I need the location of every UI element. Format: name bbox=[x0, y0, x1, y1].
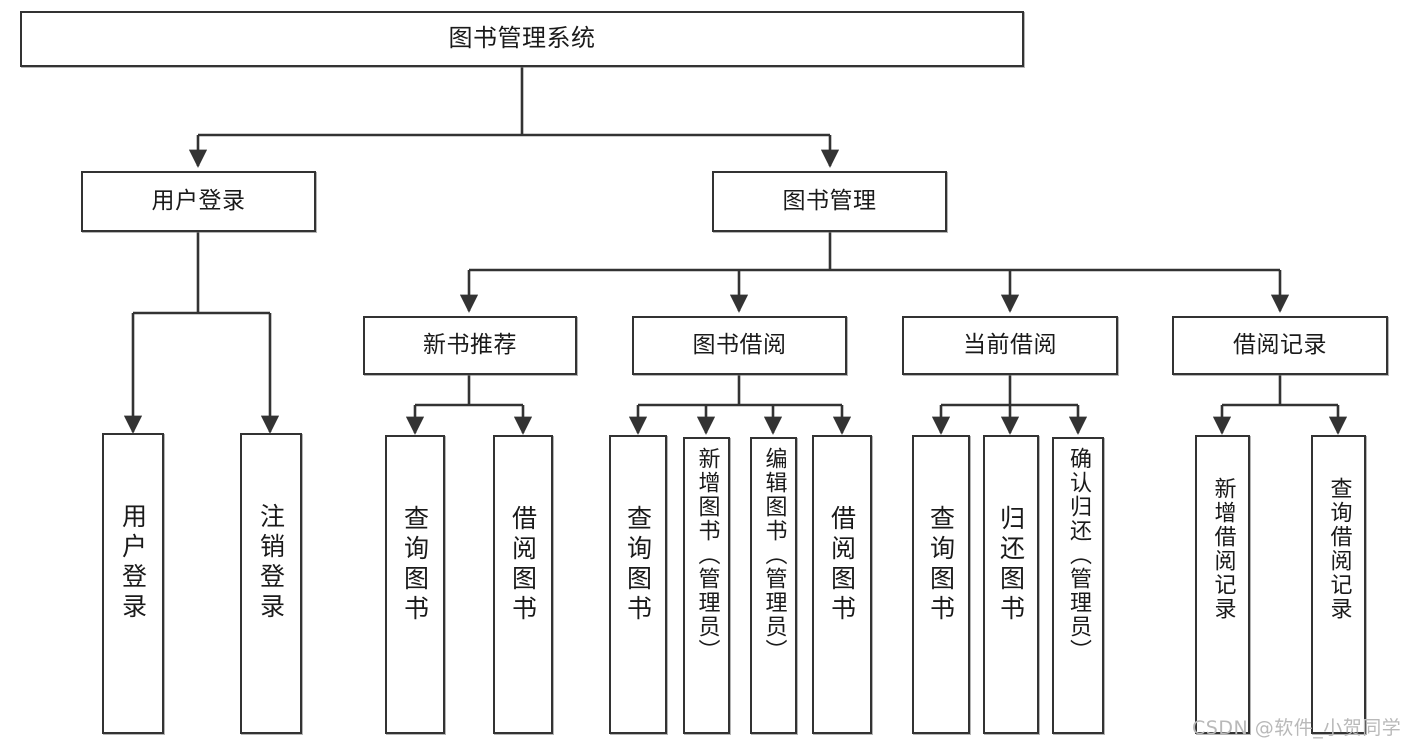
leaf-query-book-current[interactable]: 查询图书 bbox=[912, 435, 970, 734]
node-current-borrow[interactable]: 当前借阅 bbox=[902, 316, 1118, 375]
leaf-borrow-book-recommend[interactable]: 借阅图书 bbox=[493, 435, 553, 734]
node-book-borrow[interactable]: 图书借阅 bbox=[632, 316, 847, 375]
node-label: 查询图书 bbox=[926, 505, 956, 625]
node-label: 编辑图书（管理员） bbox=[761, 447, 787, 663]
node-borrow-record[interactable]: 借阅记录 bbox=[1172, 316, 1388, 375]
node-label: 用户登录 bbox=[151, 188, 246, 215]
leaf-edit-book-admin[interactable]: 编辑图书（管理员） bbox=[750, 437, 797, 734]
node-label: 新增图书（管理员） bbox=[694, 447, 720, 663]
leaf-add-book-admin[interactable]: 新增图书（管理员） bbox=[683, 437, 730, 734]
node-root-book-management-system[interactable]: 图书管理系统 bbox=[20, 11, 1024, 67]
leaf-return-book[interactable]: 归还图书 bbox=[983, 435, 1039, 734]
leaf-borrow-book[interactable]: 借阅图书 bbox=[812, 435, 872, 734]
node-label: 新增借阅记录 bbox=[1210, 477, 1236, 621]
leaf-query-book-recommend[interactable]: 查询图书 bbox=[385, 435, 445, 734]
node-label: 归还图书 bbox=[996, 505, 1026, 625]
node-book-management[interactable]: 图书管理 bbox=[712, 171, 947, 232]
node-label: 借阅图书 bbox=[827, 505, 857, 625]
node-label: 用户登录 bbox=[118, 503, 148, 623]
node-label: 注销登录 bbox=[256, 503, 286, 623]
node-new-book-recommend[interactable]: 新书推荐 bbox=[363, 316, 577, 375]
leaf-logout[interactable]: 注销登录 bbox=[240, 433, 302, 734]
node-label: 确认归还（管理员） bbox=[1066, 447, 1091, 663]
leaf-add-borrow-record[interactable]: 新增借阅记录 bbox=[1195, 435, 1250, 734]
node-label: 查询图书 bbox=[400, 505, 430, 625]
node-label: 图书管理系统 bbox=[448, 24, 596, 53]
leaf-confirm-return-admin[interactable]: 确认归还（管理员） bbox=[1052, 437, 1104, 734]
watermark-credit: CSDN @软件_小贺同学 bbox=[1192, 713, 1401, 740]
watermark-text: CSDN @软件_小贺同学 bbox=[1192, 717, 1402, 739]
node-label: 当前借阅 bbox=[963, 332, 1057, 359]
node-label: 借阅记录 bbox=[1233, 332, 1327, 359]
node-label: 查询借阅记录 bbox=[1326, 477, 1352, 621]
leaf-query-borrow-record[interactable]: 查询借阅记录 bbox=[1311, 435, 1366, 734]
node-user-login[interactable]: 用户登录 bbox=[81, 171, 316, 232]
node-label: 查询图书 bbox=[623, 505, 653, 625]
node-label: 图书管理 bbox=[782, 188, 877, 215]
node-label: 图书借阅 bbox=[692, 332, 787, 359]
leaf-user-login[interactable]: 用户登录 bbox=[102, 433, 164, 734]
node-label: 借阅图书 bbox=[508, 505, 538, 625]
leaf-query-book-borrow[interactable]: 查询图书 bbox=[609, 435, 667, 734]
node-label: 新书推荐 bbox=[423, 332, 517, 359]
